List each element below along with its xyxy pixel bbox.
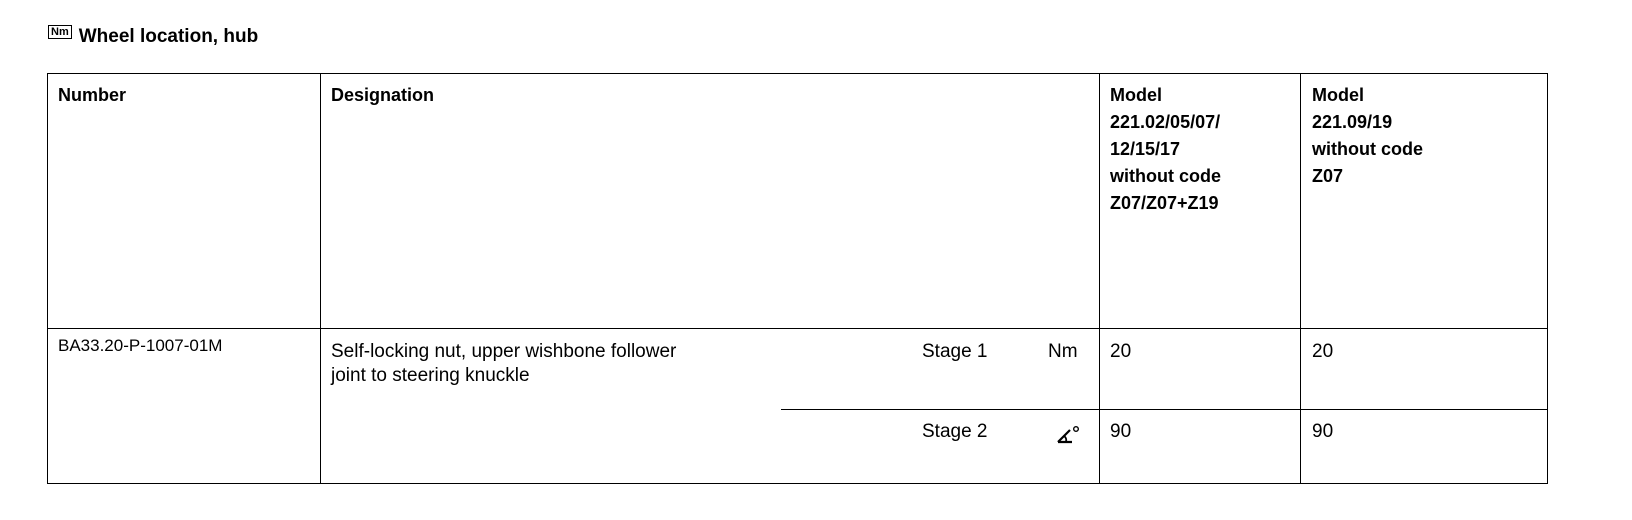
stage-1-label: Stage 1 xyxy=(922,341,988,362)
stage-1-unit: Nm xyxy=(1048,341,1078,362)
section-heading: Nm Wheel location, hub xyxy=(48,25,259,48)
row-divider xyxy=(781,409,1547,410)
header-model-2: Model 221.09/19 without code Z07 xyxy=(1312,85,1423,186)
section-title: Wheel location, hub xyxy=(78,26,259,47)
stage-2-label: Stage 2 xyxy=(922,421,988,442)
header-model-1: Model 221.02/05/07/ 12/15/17 without cod… xyxy=(1110,85,1221,213)
column-divider xyxy=(320,74,321,483)
stage-1-model-2-value: 20 xyxy=(1312,341,1334,362)
angle-degree-icon xyxy=(1057,426,1080,444)
cell-designation: Self-locking nut, upper wishbone followe… xyxy=(331,341,677,386)
column-divider xyxy=(1300,74,1301,483)
stage-2-model-1-value: 90 xyxy=(1110,421,1132,442)
header-designation: Designation xyxy=(331,85,435,105)
row-divider xyxy=(48,328,1547,329)
cell-number: BA33.20-P-1007-01M xyxy=(58,336,223,355)
torque-nm-icon: Nm xyxy=(48,25,72,39)
stage-1-model-1-value: 20 xyxy=(1110,341,1132,362)
column-divider xyxy=(1099,74,1100,483)
header-number: Number xyxy=(58,85,127,105)
torque-table: Number Designation Model 221.02/05/07/ 1… xyxy=(47,73,1548,484)
stage-2-model-2-value: 90 xyxy=(1312,421,1334,442)
